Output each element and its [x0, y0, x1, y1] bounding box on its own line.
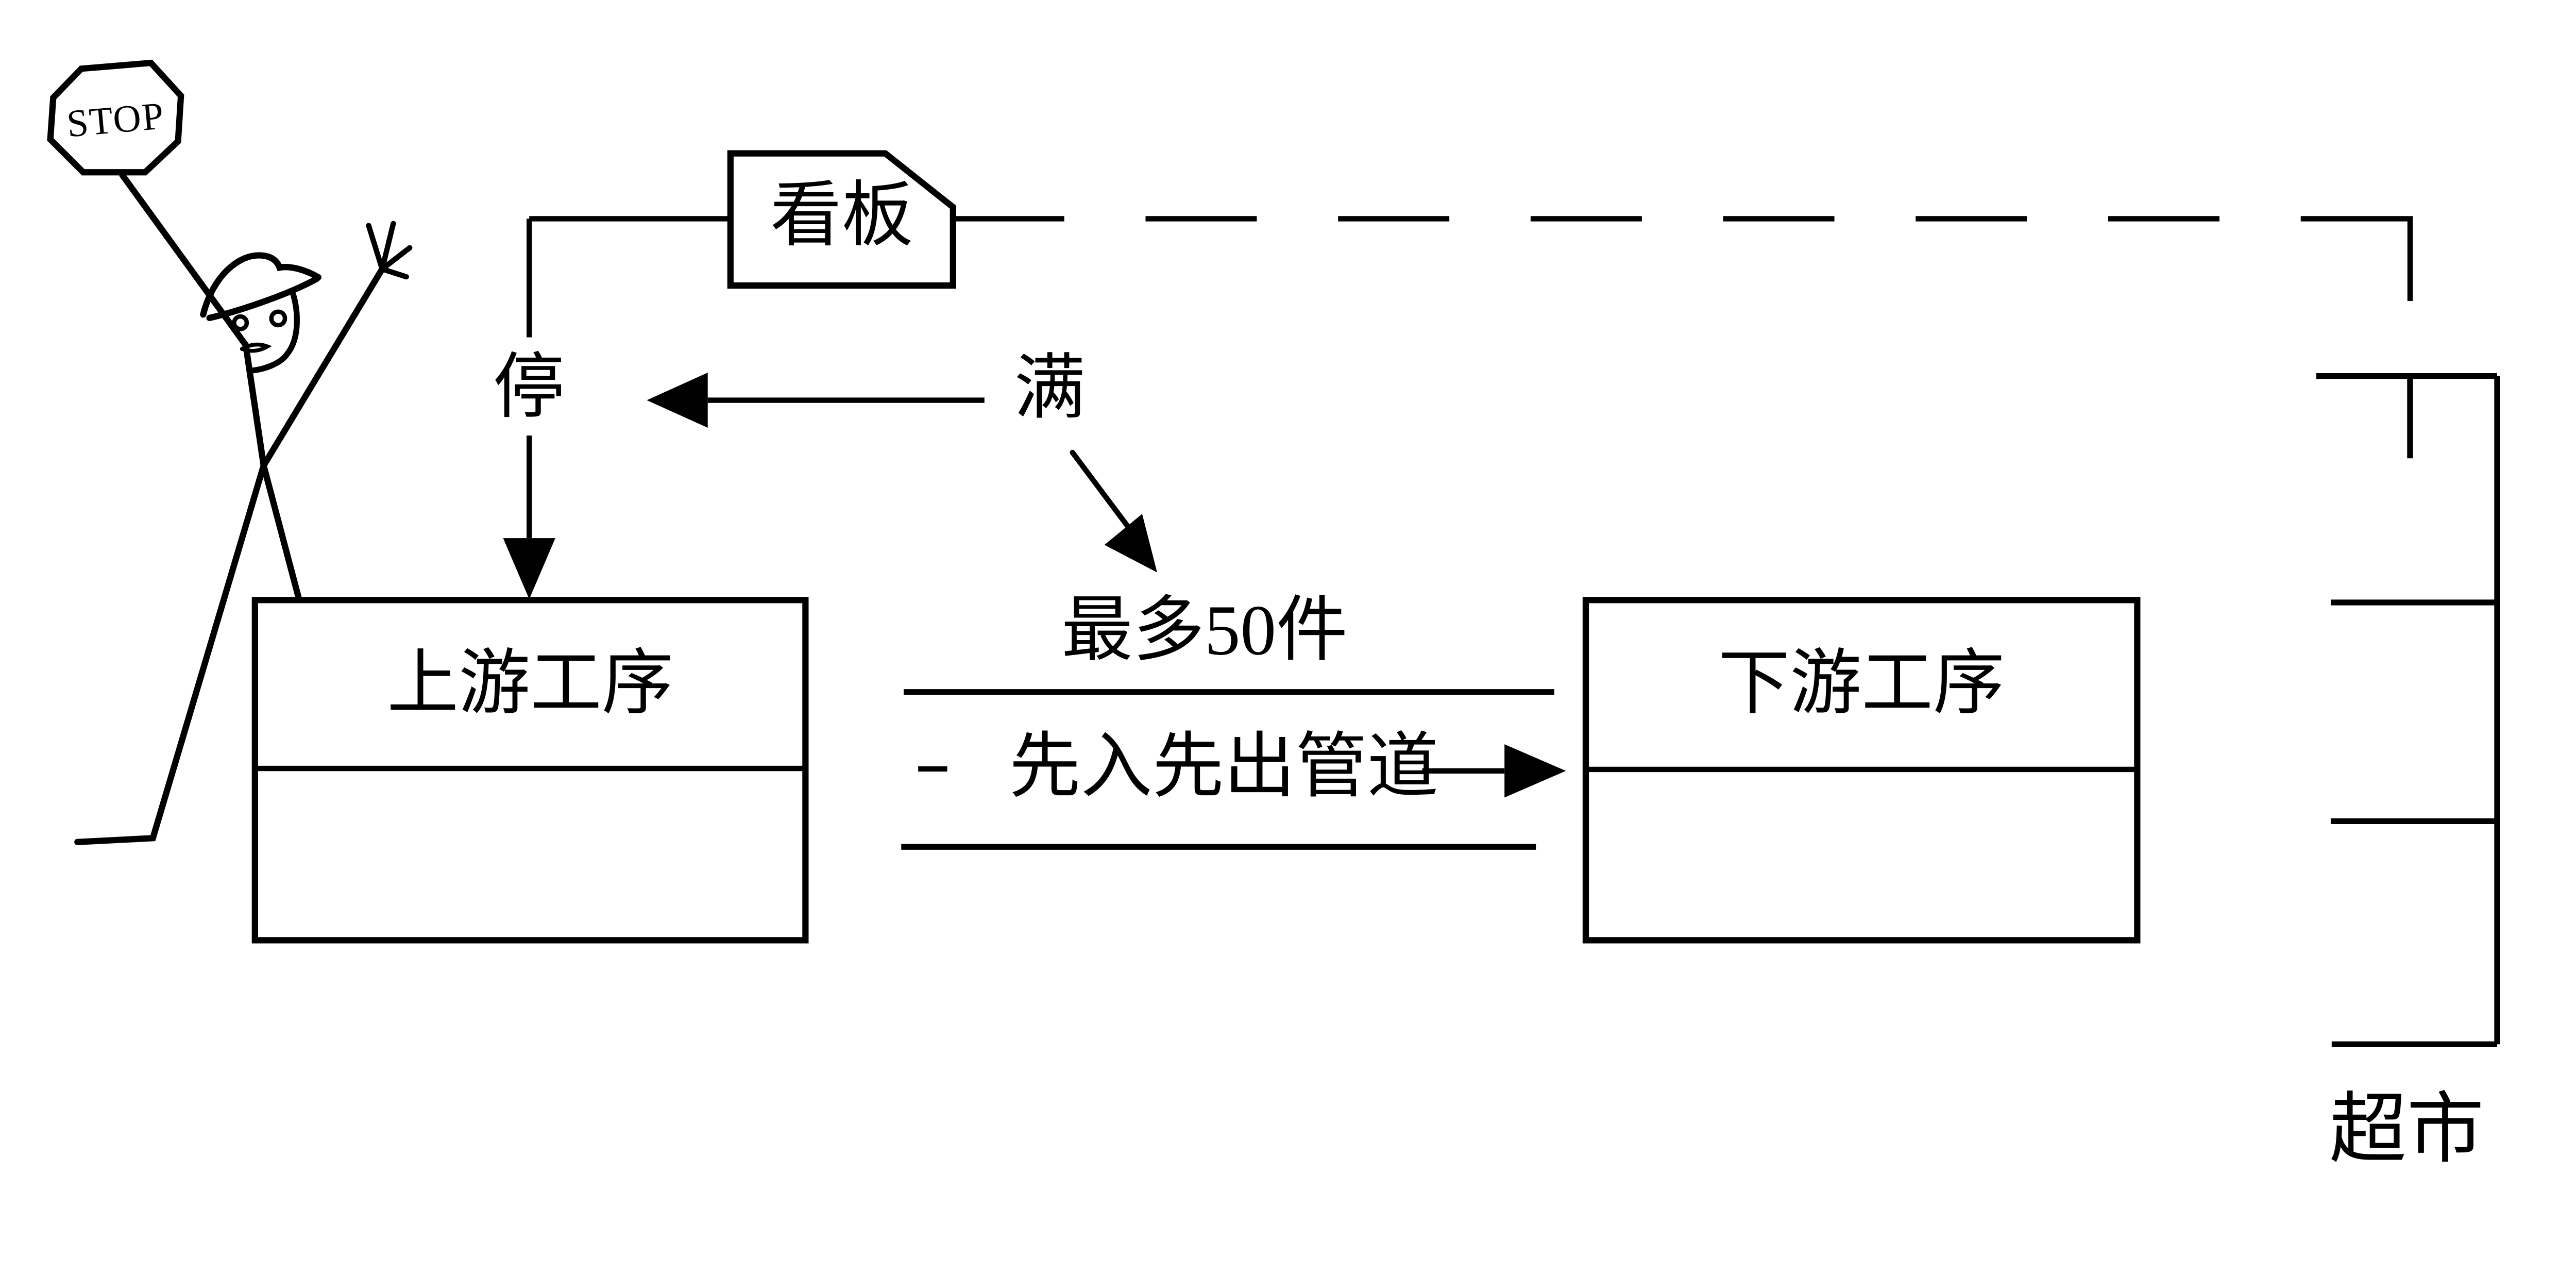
- supermarket: 超市: [2316, 373, 2500, 1172]
- full-diagonal-shaft: [1070, 449, 1131, 530]
- kanban-pull-diagram: STOP 看板: [47, 59, 2500, 1173]
- kanban-card: 看板: [529, 150, 956, 289]
- right-arrowhead-icon: [1504, 744, 1566, 798]
- hand-icon: [366, 221, 413, 280]
- upstream-process-label: 上游工序: [387, 644, 673, 724]
- stop-signal-label: 停: [493, 348, 565, 427]
- fifo-pipe-label: 先入先出管道: [1009, 727, 1439, 807]
- kanban-card-shape: [727, 150, 956, 289]
- stop-sign-label: STOP: [65, 94, 166, 145]
- face-icon: [232, 291, 300, 374]
- max-capacity-label: 最多50件: [1061, 591, 1348, 670]
- diagonal-arrowhead-icon: [1104, 514, 1158, 573]
- downstream-process-box: 下游工序: [1582, 597, 2141, 944]
- kanban-signal-line: [953, 216, 2413, 301]
- cap-icon: [200, 252, 321, 322]
- fifo-lane: 最多50件 先入先出管道: [901, 591, 1566, 850]
- supermarket-label: 超市: [2329, 1087, 2484, 1172]
- upstream-process-box: 上游工序: [251, 597, 809, 944]
- stop-signal: 停: [493, 219, 565, 599]
- stop-sign-icon: [47, 59, 184, 176]
- dashed-line-corner: [2301, 216, 2413, 301]
- down-arrowhead-icon: [503, 538, 555, 599]
- downstream-process-label: 下游工序: [1718, 644, 2005, 724]
- diagram-canvas: STOP 看板: [47, 59, 2500, 1173]
- kanban-label: 看板: [770, 176, 913, 256]
- worker-figure: STOP: [47, 59, 413, 845]
- left-arrowhead-icon: [647, 373, 708, 428]
- sign-pole: [119, 172, 267, 469]
- full-signal: 满: [647, 349, 1158, 573]
- right-leg: [260, 462, 302, 602]
- left-leg: [74, 462, 267, 845]
- right-arm: [260, 265, 385, 469]
- full-signal-label: 满: [1014, 349, 1086, 428]
